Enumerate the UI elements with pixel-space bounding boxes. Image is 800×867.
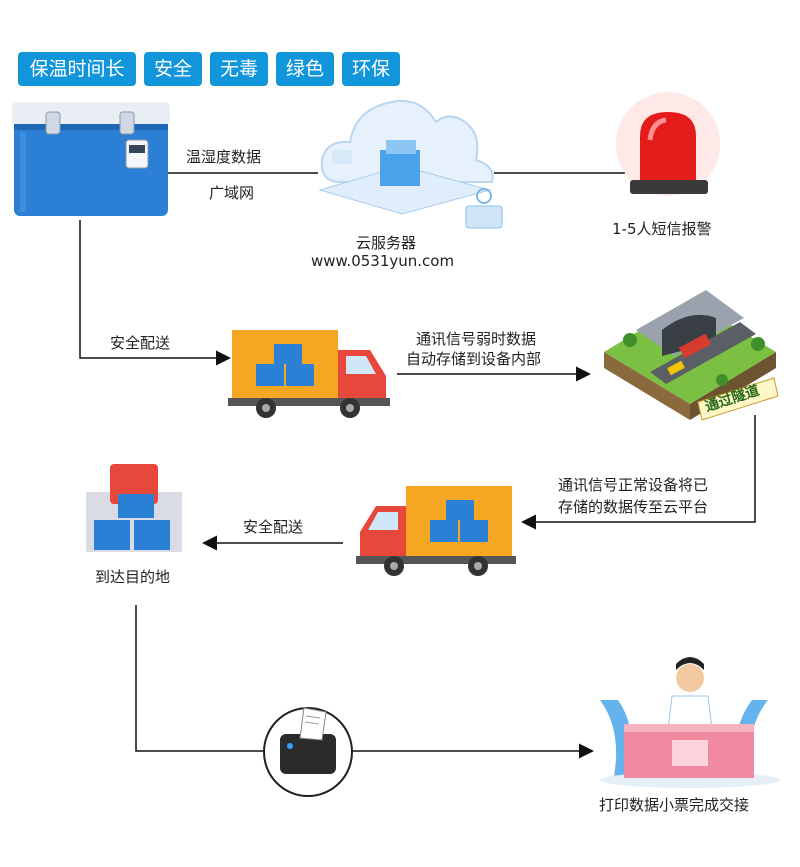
- alarm-label: 1-5人短信报警: [612, 220, 712, 238]
- cloud-server-label: 云服务器: [356, 234, 417, 252]
- delivery-1-label: 安全配送: [110, 334, 171, 352]
- weak-signal-note-line1: 通讯信号弱时数据: [416, 330, 537, 348]
- cooler-to-truck1-arrow: [79, 220, 231, 366]
- destination-to-handover-arrow: [135, 605, 594, 759]
- weak-signal-note-line2: 自动存储到设备内部: [406, 350, 542, 368]
- normal-signal-note-line1: 通讯信号正常设备将已: [558, 476, 709, 494]
- feature-tag-long-insulation: 保温时间长: [18, 52, 136, 86]
- normal-signal-note-line2: 存储的数据传至云平台: [558, 498, 709, 516]
- feature-tag-eco: 环保: [342, 52, 400, 86]
- cloud-server-url: www.0531yun.com: [311, 252, 455, 270]
- tunnel-to-truck2-arrow: [521, 415, 756, 530]
- cloud-network-label: 广域网: [209, 184, 255, 202]
- feature-tag-safe: 安全: [144, 52, 202, 86]
- feature-tag-non-toxic: 无毒: [210, 52, 268, 86]
- feature-tag-green: 绿色: [276, 52, 334, 86]
- delivery-2-label: 安全配送: [243, 518, 304, 536]
- cloud-data-label: 温湿度数据: [186, 148, 262, 166]
- destination-label: 到达目的地: [95, 568, 171, 586]
- handover-label: 打印数据小票完成交接: [599, 796, 750, 814]
